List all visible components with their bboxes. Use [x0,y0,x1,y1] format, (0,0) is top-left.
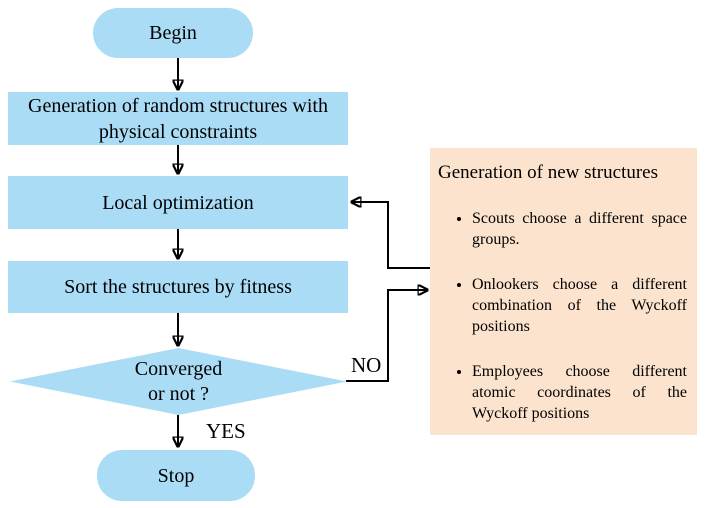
bullet-onlookers: Onlookers choose a different combination… [472,274,687,337]
arrow-panel-to-step2 [352,202,430,269]
bullet-employees: Employees choose different atomic coordi… [472,361,687,424]
panel-bullet-list: Scouts choose a different space groups. … [430,208,697,424]
step-sort-structures: Sort the structures by fitness [8,261,348,313]
begin-label: Begin [149,22,197,44]
bullet-scouts: Scouts choose a different space groups. [472,208,687,250]
no-branch-label: NO [351,353,382,377]
new-structures-panel: Generation of new structures Scouts choo… [430,148,697,435]
decision-line1: Converged [134,357,223,380]
step-local-optimization: Local optimization [8,176,348,229]
stop-node: Stop [97,450,255,501]
yes-branch-label: YES [206,419,246,443]
step-generate-random-structures: Generation of random structures with phy… [8,92,348,145]
step1-line2: physical constraints [98,120,258,143]
stop-label: Stop [157,464,195,487]
arrow-decision-to-panel [346,290,427,382]
step2-label: Local optimization [102,191,254,214]
step3-label: Sort the structures by fitness [64,276,292,298]
step1-line1: Generation of random structures with [28,94,328,117]
decision-line2: or not ? [147,382,210,405]
begin-node: Begin [93,8,253,58]
panel-title: Generation of new structures [438,162,659,183]
